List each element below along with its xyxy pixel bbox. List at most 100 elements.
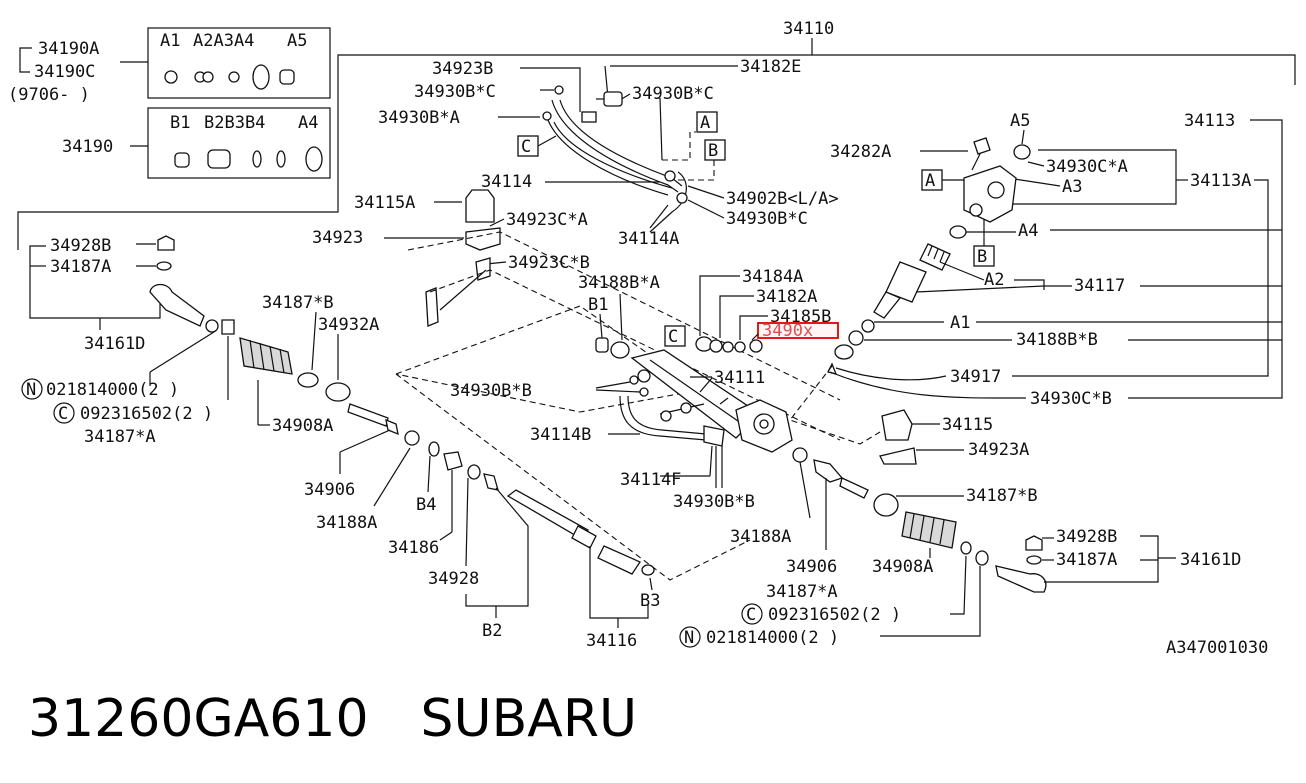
label-34114B: 34114B: [530, 425, 591, 445]
label-34923CB: 34923C*B: [508, 253, 590, 273]
label-A1: A1: [950, 313, 970, 333]
label-021814000-left: 021814000(2 ): [46, 380, 179, 400]
gasket-a4b-icon: [305, 146, 323, 172]
mounts-upper: 34115A 34923 34923C*A 34923C*B: [312, 189, 841, 441]
label-34161D-left: 34161D: [84, 334, 145, 354]
label-34923CA: 34923C*A: [506, 210, 588, 230]
label-34190A: 34190A: [38, 39, 99, 59]
label-34906-right: 34906: [786, 557, 837, 577]
bushing-b2-icon: [207, 149, 231, 169]
ref-box-b-right-label: B: [977, 247, 987, 267]
inset-a-label-a5: A5: [287, 31, 307, 51]
label-092316502-right: 092316502(2 ): [768, 605, 901, 625]
inset-a-label-a2a3a4: A2A3A4: [193, 31, 254, 51]
symbol-n-left-text: N: [26, 380, 36, 400]
label-A3: A3: [1062, 177, 1082, 197]
symbol-c-left: [53, 402, 75, 424]
label-A4-right: A4: [1018, 221, 1038, 241]
ref-box-c-mid: [664, 325, 686, 347]
ref-box-a-right-label: A: [925, 171, 935, 191]
label-34902B: 34902B<L/A>: [726, 189, 839, 209]
clamp-right-icon: [881, 409, 913, 441]
bracket-34923-icon: [465, 227, 501, 251]
label-34187A-star-right: 34187*A: [766, 582, 838, 602]
label-34930BC-2: 34930B*C: [632, 84, 714, 104]
boot-right-icon: [901, 511, 957, 549]
ref-box-c-mid-label: C: [668, 327, 678, 347]
label-34908A-left: 34908A: [272, 416, 333, 436]
label-B1: B1: [588, 295, 608, 315]
ref-boxes: A B C C A B: [517, 111, 995, 347]
ref-box-c-top-label: C: [521, 137, 531, 157]
label-34928: 34928: [428, 569, 479, 589]
label-34917: 34917: [950, 367, 1001, 387]
label-34930BB-1: 34930B*B: [450, 381, 532, 401]
ref-box-a-top-label: A: [700, 113, 710, 133]
symbol-c-right: [741, 603, 763, 625]
right-upper: 34113 A5 34282A 34930C*A A3 34113A A4 A2: [789, 111, 1283, 445]
nut-34928B-right-icon: [1025, 535, 1043, 551]
inset-b-label-b1: B1: [170, 113, 190, 133]
label-34932A: 34932A: [318, 315, 379, 335]
label-34188BA: 34188B*A: [578, 273, 660, 293]
ref-box-b-top: [704, 139, 726, 161]
label-A5: A5: [1010, 111, 1030, 131]
label-34930CB: 34930C*B: [1030, 389, 1112, 409]
label-34190: 34190: [62, 137, 113, 157]
label-34908A-right: 34908A: [872, 557, 933, 577]
inset-a: 34190A 34190C (9706- ) A1 A2A3A4 A5: [8, 27, 331, 105]
label-34923A: 34923A: [968, 440, 1029, 460]
rack-assembly: 34188B*A B1 34184A 34182A 34185B 3490x 3…: [395, 267, 839, 581]
label-34187B-left: 34187*B: [262, 293, 334, 313]
ring-b3-icon: [252, 150, 262, 168]
bracket-icon: [581, 111, 597, 123]
label-34114F: 34114F: [620, 470, 681, 490]
label-34182E: 34182E: [740, 57, 801, 77]
label-34111: 34111: [714, 368, 765, 388]
symbol-n-right: [679, 626, 701, 648]
label-34185B: 34185B: [770, 307, 831, 327]
label-34282A: 34282A: [830, 142, 891, 162]
label-34115A: 34115A: [354, 193, 415, 213]
nut-34928B-left-icon: [157, 235, 175, 251]
bolt-icon: [603, 91, 623, 107]
rack-bar-icon: [506, 489, 590, 539]
symbol-n-left: [21, 378, 43, 400]
gasket-a4-icon: [252, 64, 270, 90]
label-34113A: 34113A: [1190, 171, 1251, 191]
left-tie-rod: 34928B 34187A 34161D 34187*B 34932A 3490…: [21, 235, 420, 533]
ring-a3-icon: [228, 71, 240, 83]
label-34928B-left: 34928B: [50, 236, 111, 256]
label-34161D-right: 34161D: [1180, 550, 1241, 570]
inset-b-label-a4: A4: [298, 113, 318, 133]
footer: 31260GA610 SUBARU: [28, 684, 637, 754]
label-34110: 34110: [783, 19, 834, 39]
label-34188A-right: 34188A: [730, 527, 791, 547]
ref-box-b-top-label: B: [708, 141, 718, 161]
label-B3: B3: [640, 591, 660, 611]
clamp-icon: [465, 189, 495, 223]
inset-b: 34190 B1 B2B3B4 A4: [62, 107, 331, 179]
seal-b1-icon: [174, 152, 190, 168]
label-34187A-star-left: 34187*A: [84, 427, 156, 447]
inset-b-label-b2b3b4: B2B3B4: [204, 113, 265, 133]
label-34182A: 34182A: [756, 287, 817, 307]
label-34930BA: 34930B*A: [378, 108, 460, 128]
tie-rod-end-left-icon: [149, 283, 205, 327]
tie-rod-end-right-icon: [995, 565, 1047, 593]
label-34906-left: 34906: [304, 480, 355, 500]
lower-left-parts: B4 34186 34928 B2 34116 B3: [388, 441, 660, 651]
label-A2: A2: [984, 270, 1004, 290]
label-34186: 34186: [388, 538, 439, 558]
label-date-note: (9706- ): [8, 85, 90, 105]
label-34188BB: 34188B*B: [1016, 330, 1098, 350]
part-number: 31260GA610: [28, 689, 369, 749]
label-3490x-highlighted: 3490x: [762, 321, 813, 341]
label-34923B: 34923B: [432, 59, 493, 79]
brand-name: SUBARU: [420, 689, 638, 749]
label-34184A: 34184A: [742, 267, 803, 287]
inset-a-label-a1: A1: [160, 31, 180, 51]
label-34113: 34113: [1184, 111, 1235, 131]
label-34188A-left: 34188A: [316, 513, 377, 533]
